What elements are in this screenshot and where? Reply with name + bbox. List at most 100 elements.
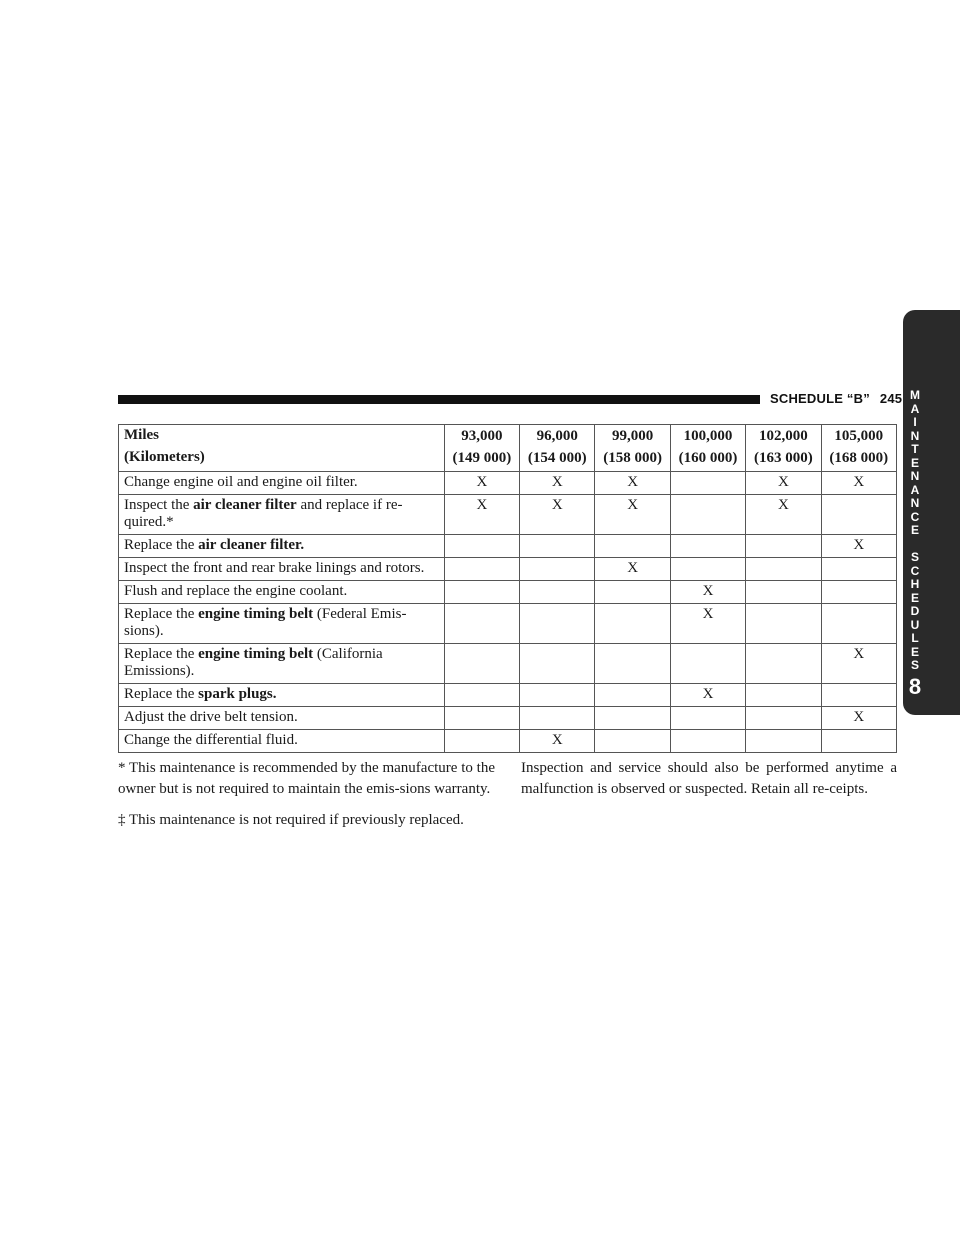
interval-mark: [443, 557, 521, 581]
interval-mark: [519, 706, 596, 730]
interval-mark: [594, 534, 671, 558]
tab-letter: C: [910, 509, 920, 524]
interval-mark: [820, 729, 898, 753]
task-text: Replace the: [124, 537, 199, 553]
tab-letter: L: [911, 631, 919, 645]
interval-mark: [820, 557, 898, 581]
miles-label: Miles: [124, 427, 159, 443]
table-row: Change the differential fluid. X: [118, 729, 898, 753]
interval-mark: X: [669, 580, 747, 604]
interval-mark: [820, 494, 898, 535]
interval-mark: [669, 471, 747, 495]
table-row: Flush and replace the engine coolant. X: [118, 580, 898, 604]
task-keyword: air cleaner filter.: [198, 537, 305, 553]
task-cell: Inspect the front and rear brake linings…: [118, 557, 445, 581]
interval-mark: [669, 706, 747, 730]
task-cell: Replace the engine timing belt (Federal …: [118, 603, 445, 644]
interval-mark: [594, 683, 671, 707]
task-keyword: spark plugs.: [198, 686, 277, 702]
interval-mark: [820, 603, 898, 644]
interval-mark: X: [519, 729, 596, 753]
table-row: Inspect the air cleaner filter and repla…: [118, 494, 898, 535]
table-row: Replace the air cleaner filter.X: [118, 534, 898, 558]
interval-mark: [820, 580, 898, 604]
interval-mark: [519, 534, 596, 558]
tab-letter: N: [910, 428, 920, 443]
task-text: Replace the: [124, 646, 199, 662]
tab-letter: N: [910, 469, 920, 483]
interval-mark: X: [519, 494, 596, 535]
table-row: Inspect the front and rear brake linings…: [118, 557, 898, 581]
tab-letter: N: [910, 496, 920, 510]
interval-mark: X: [745, 471, 822, 495]
interval-km: (168 000): [829, 450, 889, 466]
interval-mark: X: [820, 643, 898, 684]
tab-letter: S: [910, 550, 919, 564]
task-cell: Replace the engine timing belt (Californ…: [118, 643, 445, 684]
interval-mark: [594, 729, 671, 753]
interval-mark: [745, 580, 822, 604]
interval-header: 93,000(149 000): [443, 424, 521, 472]
interval-mark: [443, 603, 521, 644]
interval-header: 100,000(160 000): [669, 424, 747, 472]
interval-mark: [745, 729, 822, 753]
tab-letter: S: [910, 658, 919, 672]
interval-header: 105,000 (168 000): [820, 424, 898, 472]
task-cell: Adjust the drive belt tension.: [118, 706, 445, 730]
task-text: (California Emissions).: [124, 646, 383, 679]
task-text: and replace if re-quired.*: [124, 497, 403, 530]
interval-mark: X: [443, 494, 521, 535]
interval-km: (158 000): [603, 450, 662, 466]
interval-mark: [594, 603, 671, 644]
tab-letter: E: [910, 523, 919, 537]
interval-mark: [594, 580, 671, 604]
task-text: Replace the: [124, 606, 199, 622]
interval-mark: [443, 534, 521, 558]
task-cell: Flush and replace the engine coolant.: [118, 580, 445, 604]
task-text: Flush and replace the engine coolant.: [124, 583, 348, 599]
interval-mark: [519, 683, 596, 707]
interval-km: (160 000): [678, 450, 738, 466]
task-cell: Replace the spark plugs.: [118, 683, 445, 707]
interval-mark: [745, 603, 822, 644]
footnotes-right: Inspection and service should also be pe…: [521, 758, 897, 810]
table-row: Replace the spark plugs.X: [118, 683, 898, 707]
interval-miles: 105,000: [834, 428, 884, 444]
tab-letter: M: [910, 388, 920, 402]
interval-header-label: Miles (Kilometers): [118, 424, 445, 472]
interval-mark: X: [745, 494, 822, 535]
table-row: Change engine oil and engine oil filter.…: [118, 471, 898, 495]
task-text: Inspect the front and rear brake linings…: [124, 560, 425, 576]
interval-mark: X: [594, 471, 671, 495]
task-text: (Federal Emis-sions).: [124, 606, 407, 639]
interval-mark: [669, 557, 747, 581]
interval-mark: [443, 729, 521, 753]
section-title: SCHEDULE “B”: [770, 391, 870, 406]
interval-miles: 102,000: [758, 428, 808, 444]
interval-header: 99,000(158 000): [594, 424, 671, 472]
tab-letter: A: [910, 482, 920, 497]
interval-mark: X: [820, 706, 898, 730]
tab-letter: U: [910, 617, 920, 632]
table-row: Adjust the drive belt tension. X: [118, 706, 898, 730]
service-note: Inspection and service should also be pe…: [521, 760, 897, 797]
interval-mark: [519, 603, 596, 644]
task-text: Replace the: [124, 686, 199, 702]
tab-letter: T: [911, 442, 919, 456]
tab-letter: E: [910, 644, 919, 659]
interval-header: 102,000(163 000): [745, 424, 822, 472]
task-cell: Replace the air cleaner filter.: [118, 534, 445, 558]
task-cell: Change the differential fluid.: [118, 729, 445, 753]
interval-mark: [669, 729, 747, 753]
interval-mark: [519, 580, 596, 604]
footnotes-left: * This maintenance is recommended by the…: [118, 758, 495, 841]
interval-header: 96,000(154 000): [519, 424, 596, 472]
kilometers-label: (Kilometers): [124, 449, 205, 465]
interval-mark: [669, 534, 747, 558]
interval-miles: 93,000: [461, 428, 503, 444]
running-header: SCHEDULE “B”245: [770, 391, 902, 406]
asterisk-footnote: * This maintenance is recommended by the…: [118, 760, 495, 797]
interval-mark: [745, 557, 822, 581]
interval-mark: [443, 643, 521, 684]
